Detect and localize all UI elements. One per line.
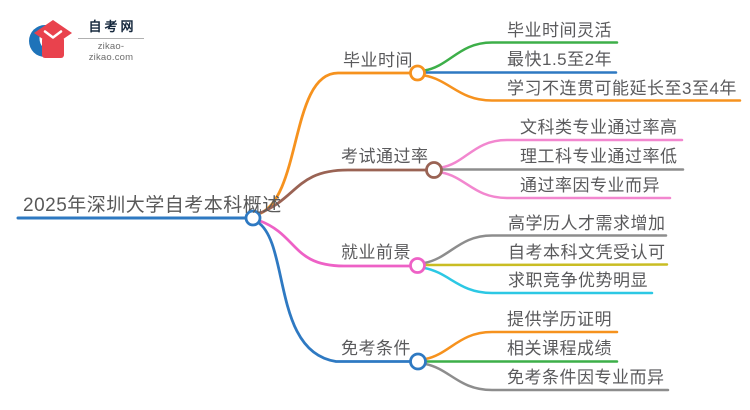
leaf-topic[interactable]: 相关课程成绩 [507,339,612,358]
site-logo[interactable]: 自考网 zikao-zikao.com [29,16,144,63]
leaf-topic[interactable]: 提供学历证明 [507,310,612,329]
logo-divider [78,38,144,39]
leaf-connector [423,234,668,265]
site-url: zikao-zikao.com [88,41,134,63]
branch-topic-exam-pass-rate[interactable]: 考试通过率 [341,147,429,166]
node-handle[interactable] [409,257,426,274]
leaf-connector [423,41,619,72]
mindmap-root-topic[interactable]: 2025年深圳大学自考本科概述 [23,195,282,216]
leaf-connector [440,138,684,169]
branch-topic-employment-prospects[interactable]: 就业前景 [341,243,411,262]
branch-topic-graduation-time[interactable]: 毕业时间 [343,51,413,70]
leaf-connector [423,266,654,295]
leaf-topic[interactable]: 通过率因专业而异 [520,176,660,195]
leaf-topic[interactable]: 免考条件因专业而异 [507,368,665,387]
leaf-topic[interactable]: 毕业时间灵活 [507,21,612,40]
branch-connector [257,168,428,215]
leaf-connector [423,74,742,102]
site-name: 自考网 [88,19,137,34]
leaf-topic[interactable]: 文科类专业通过率高 [520,118,678,137]
branch-connector [257,71,412,216]
branch-connector [256,220,412,363]
leaf-topic[interactable]: 求职竞争优势明显 [508,271,648,290]
leaf-topic[interactable]: 高学历人才需求增加 [508,214,666,233]
graduation-cap-icon [29,19,72,58]
branch-topic-exemption-conditions[interactable]: 免考条件 [341,339,411,358]
node-handle[interactable] [409,352,427,371]
node-handle[interactable] [409,64,426,82]
leaf-topic[interactable]: 理工科专业通过率低 [520,147,678,166]
node-handle[interactable] [425,161,443,179]
leaf-connector [424,330,619,361]
leaf-connector [440,171,672,200]
leaf-connector [424,362,670,392]
branch-connector [257,219,412,268]
leaf-topic[interactable]: 最快1.5至2年 [507,50,613,69]
node-handle[interactable] [244,209,262,227]
leaf-connector [423,263,669,267]
leaf-topic[interactable]: 自考本科文凭受认可 [508,243,666,262]
leaf-topic[interactable]: 学习不连贯可能延长至3至4年 [507,79,737,98]
